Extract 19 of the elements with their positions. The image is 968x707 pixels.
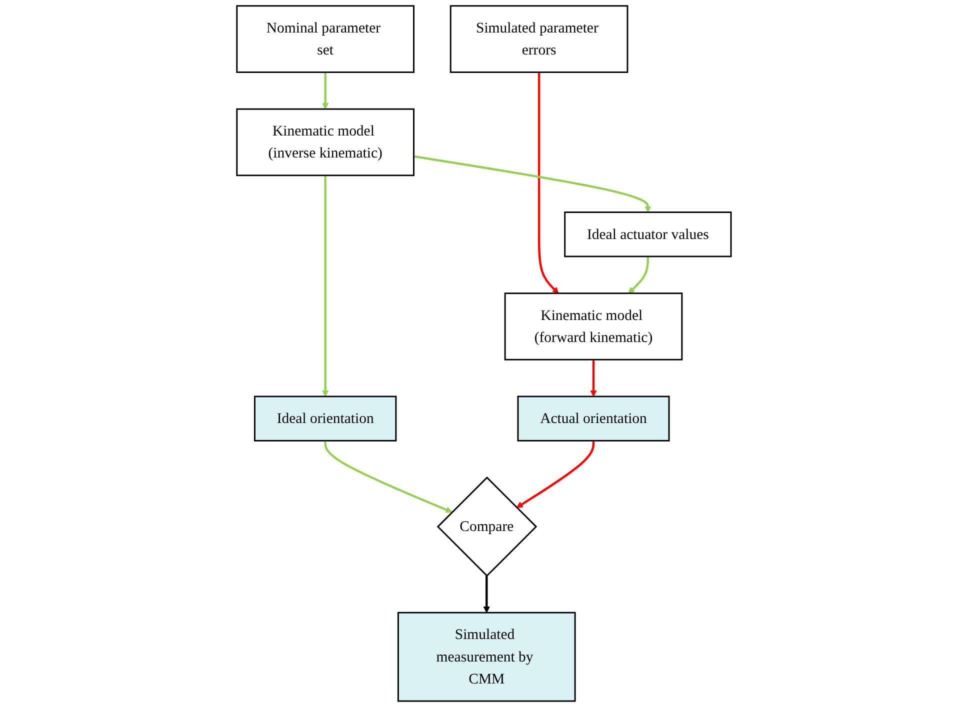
arrow [324,440,452,513]
node-box [398,612,576,702]
arrow [516,440,595,508]
node-box [504,292,683,360]
node-box [236,108,415,176]
arrow [322,72,329,110]
node-box [254,396,397,442]
node-box [236,5,415,73]
node-box [517,396,670,442]
flowchart: Nominal parameter set Simulated parameter errors Kinematic model (inverse kinematic) Ideal actuator values Kinematic model (forward kinematic) Ideal orientation Actual orientation Compare Simulated measurement by CMM [231,0,737,707]
arrow [322,175,329,397]
node-box [564,212,732,258]
node-box [450,5,628,73]
node-diamond [436,476,538,577]
arrow [590,360,597,397]
arrow [483,576,490,613]
arrow [628,256,650,294]
arrow [414,155,652,213]
arrow [538,72,559,294]
